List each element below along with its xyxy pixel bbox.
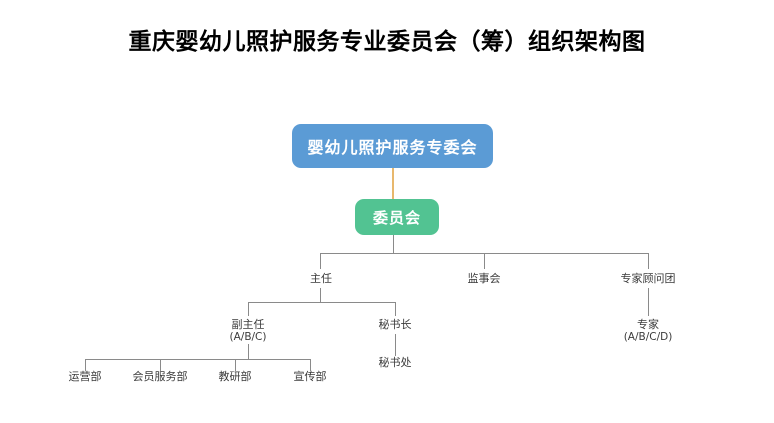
connector-director-down — [320, 288, 321, 302]
node-expert-label: 专家 — [637, 318, 659, 331]
node-supervisory-board[interactable]: 监事会 — [467, 272, 501, 285]
node-expert[interactable]: 专家 (A/B/C/D) — [608, 318, 688, 344]
connector-deputy-down — [248, 344, 249, 359]
node-deputy-director-sublabel: (A/B/C) — [229, 331, 267, 343]
connector-to-publicity — [310, 359, 311, 371]
node-deputy-director-label: 副主任 — [231, 318, 265, 331]
connector-committee-down — [393, 235, 394, 253]
connector-to-secretary-general — [395, 302, 396, 316]
connector-root-to-committee — [392, 168, 394, 199]
connector-to-advisory — [648, 253, 649, 269]
node-publicity-department[interactable]: 宣传部 — [293, 370, 327, 383]
node-member-service-department[interactable]: 会员服务部 — [132, 370, 188, 383]
connector-to-deputy — [248, 302, 249, 316]
connector-advisory-to-expert — [648, 288, 649, 316]
connector-to-member-service — [160, 359, 161, 371]
node-root-committee[interactable]: 婴幼儿照护服务专委会 — [292, 124, 493, 168]
node-secretariat[interactable]: 秘书处 — [378, 356, 412, 369]
node-director[interactable]: 主任 — [310, 272, 332, 285]
node-secretary-general[interactable]: 秘书长 — [378, 318, 412, 331]
node-research-department[interactable]: 教研部 — [218, 370, 252, 383]
page-title: 重庆婴幼儿照护服务专业委员会（筹）组织架构图 — [128, 28, 646, 55]
connector-to-research — [235, 359, 236, 371]
connector-to-supervisory — [484, 253, 485, 269]
node-operations-department[interactable]: 运营部 — [68, 370, 102, 383]
node-committee[interactable]: 委员会 — [355, 199, 439, 235]
connector-to-director — [320, 253, 321, 269]
connector-level4-bus — [248, 302, 396, 303]
node-expert-advisory-group[interactable]: 专家顾问团 — [620, 272, 676, 285]
node-deputy-director[interactable]: 副主任 (A/B/C) — [213, 318, 283, 344]
node-expert-sublabel: (A/B/C/D) — [623, 331, 673, 343]
connector-secgen-to-secretariat — [395, 334, 396, 356]
connector-to-ops — [85, 359, 86, 371]
connector-departments-bus — [85, 359, 311, 360]
